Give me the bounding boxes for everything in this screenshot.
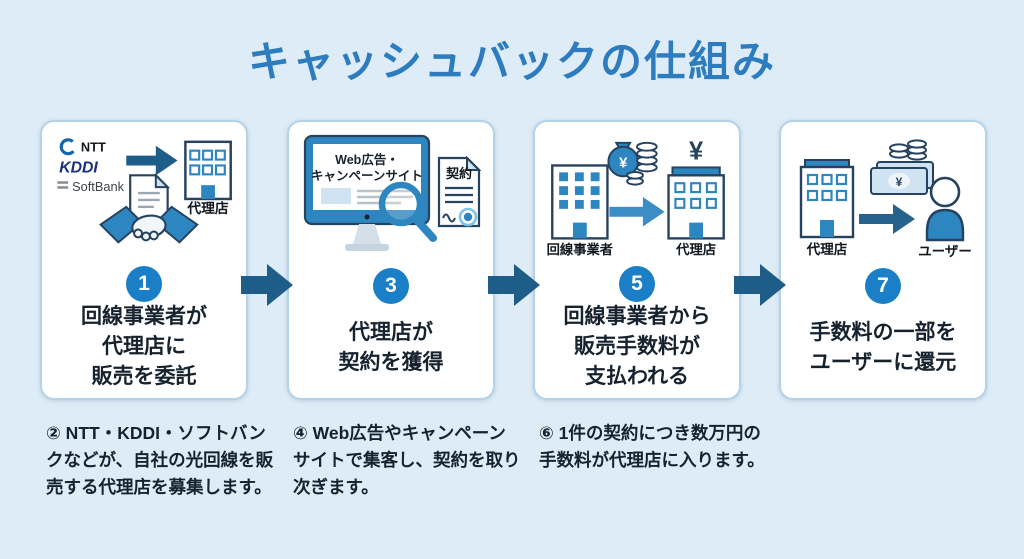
agency-building-icon: ¥ 代理店 xyxy=(667,138,725,257)
step-card-3: Web広告・ キャンペーンサイト 契約 xyxy=(287,120,495,400)
step-title-line: 販売手数料が xyxy=(574,335,700,358)
step-title-line: 手数料の一部を xyxy=(809,321,957,344)
flow-arrow-icon xyxy=(734,264,786,306)
svg-text:キャンペーンサイト: キャンペーンサイト xyxy=(311,169,423,183)
step-card-7: 代理店 ¥ ユーザー 7 手数料の一 xyxy=(779,120,987,400)
agency-building-icon: 代理店 xyxy=(799,159,855,257)
step-note-6: ⑥ 1件の契約につき数万円の手数料が代理店に入ります。 xyxy=(539,423,765,471)
step-title-line: ユーザーに還元 xyxy=(809,351,957,374)
commission-payment-illustration: 回線事業者 ¥ ¥ xyxy=(547,138,725,257)
step-title-line: 販売を委託 xyxy=(91,365,197,388)
svg-text:KDDI: KDDI xyxy=(59,159,98,176)
yen-icon: ¥ xyxy=(689,138,704,166)
svg-text:NTT: NTT xyxy=(81,140,106,155)
flow-arrow-icon xyxy=(488,264,540,306)
step-title-line: 代理店が xyxy=(349,321,433,344)
step-title-line: 回線事業者が xyxy=(81,305,207,328)
page-title: キャッシュバックの仕組み xyxy=(247,38,776,85)
carrier-building-icon: 回線事業者 xyxy=(547,164,613,257)
svg-text:代理店: 代理店 xyxy=(675,241,716,257)
web-ad-contract-illustration: Web広告・ キャンペーンサイト 契約 xyxy=(303,134,482,251)
monitor-icon: Web広告・ キャンペーンサイト xyxy=(303,134,431,251)
step-title-line: 契約を獲得 xyxy=(338,351,444,374)
step-title-line: 代理店に xyxy=(102,335,186,358)
arrow-icon xyxy=(859,204,915,234)
step-title: 代理店が 契約を獲得 xyxy=(339,304,444,398)
svg-text:ユーザー: ユーザー xyxy=(918,244,972,259)
providers-to-agency-illustration: NTT KDDI SoftBank 代理店 xyxy=(57,138,232,244)
arrow-icon xyxy=(609,197,665,227)
softbank-logo: SoftBank xyxy=(57,179,125,194)
step-note-4: ④ Web広告やキャンペーンサイトで集客し、契約を取り次ぎます。 xyxy=(293,423,521,498)
step-number-badge: 3 xyxy=(373,268,409,304)
step-number-badge: 1 xyxy=(126,266,162,302)
svg-text:回線事業者: 回線事業者 xyxy=(547,241,613,257)
cashback-to-user-illustration: 代理店 ¥ ユーザー xyxy=(799,139,972,259)
magnifier-icon xyxy=(378,181,437,242)
step-title: 回線事業者から 販売手数料が 支払われる xyxy=(564,302,711,398)
yen-icon: ¥ xyxy=(896,175,903,189)
arrow-icon xyxy=(126,145,178,176)
svg-text:代理店: 代理店 xyxy=(186,200,229,216)
step-card-1: NTT KDDI SoftBank 代理店 xyxy=(40,120,248,400)
step-note-2: ② NTT・KDDI・ソフトバンクなどが、自社の光回線を販売する代理店を募集しま… xyxy=(46,423,274,498)
step-number-badge: 5 xyxy=(619,266,655,302)
step-title-line: 支払われる xyxy=(585,365,689,388)
user-icon: ユーザー xyxy=(918,176,972,259)
contract-document-icon: 契約 xyxy=(437,155,482,228)
ntt-logo: NTT xyxy=(59,138,106,156)
agency-building-icon: 代理店 xyxy=(184,140,232,216)
step-card-5: 回線事業者 ¥ ¥ xyxy=(533,120,741,400)
step-title-line: 回線事業者から xyxy=(563,305,711,328)
svg-text:Web広告・: Web広告・ xyxy=(335,152,399,167)
svg-text:SoftBank: SoftBank xyxy=(72,179,125,194)
coins-icon xyxy=(889,139,927,161)
handshake-icon xyxy=(99,172,199,244)
step-title: 回線事業者が 代理店に 販売を委託 xyxy=(81,302,207,398)
step-number-badge: 7 xyxy=(865,268,901,304)
flow-arrow-icon xyxy=(241,264,293,306)
svg-text:契約: 契約 xyxy=(445,166,472,181)
svg-text:¥: ¥ xyxy=(619,155,628,171)
step-title: 手数料の一部を ユーザーに還元 xyxy=(810,304,957,398)
svg-text:代理店: 代理店 xyxy=(806,241,848,257)
banknotes-icon: ¥ xyxy=(870,161,934,195)
coins-icon xyxy=(626,141,658,186)
kddi-logo: KDDI xyxy=(59,159,98,176)
